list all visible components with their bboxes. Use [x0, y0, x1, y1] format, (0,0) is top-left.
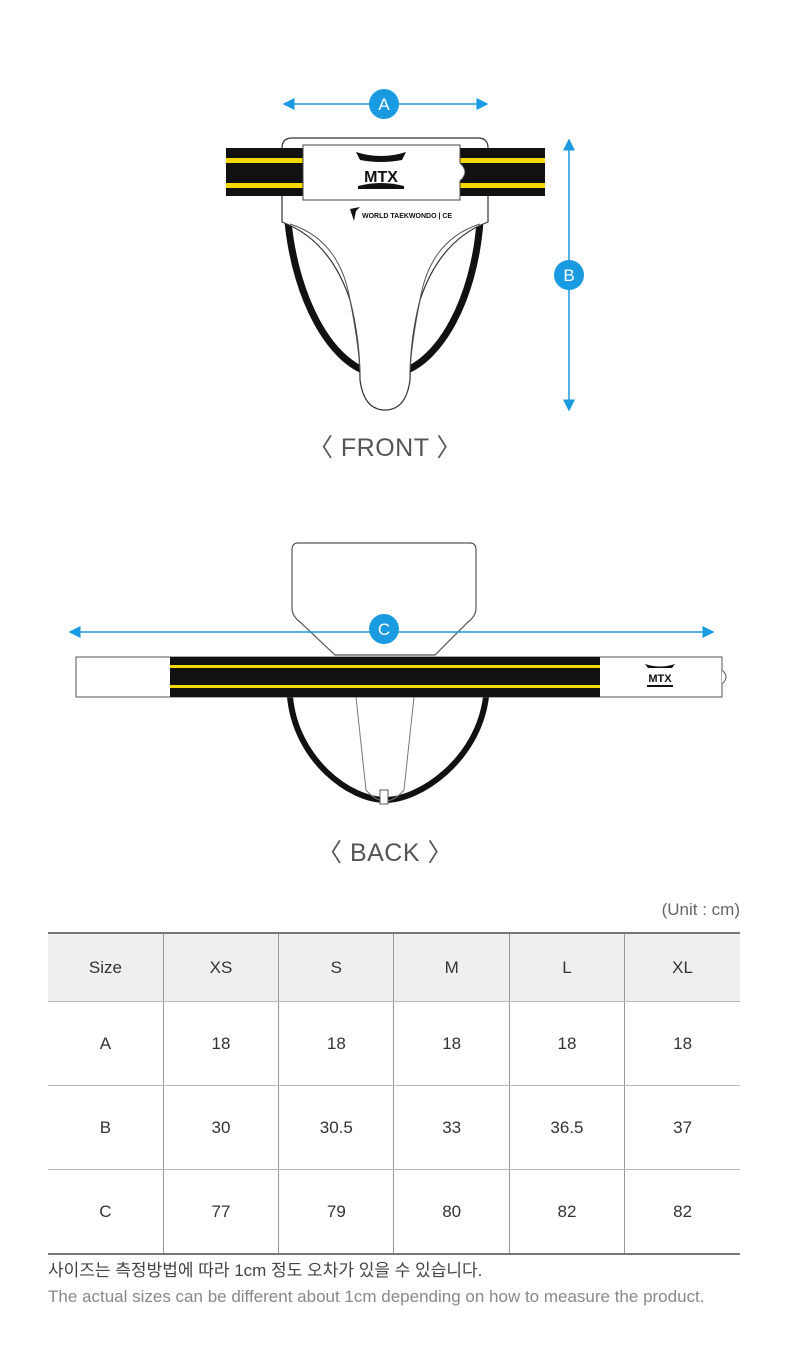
- table-cell: 79: [278, 1169, 394, 1255]
- header-cell: XL: [624, 933, 740, 1002]
- front-view: MTX WORLD TAEKWONDO | CE: [226, 89, 584, 412]
- table-cell: 18: [393, 1001, 510, 1086]
- front-label-plate: [302, 144, 466, 201]
- table-cell: 30: [162, 1085, 279, 1170]
- marker-c-label: C: [378, 620, 390, 639]
- back-view: MTX: [68, 542, 727, 805]
- table-header-row: Size XS S M L XL: [48, 933, 740, 1002]
- table-cell: A: [48, 1001, 164, 1086]
- table-cell: 18: [162, 1001, 279, 1086]
- table-cell: 30.5: [278, 1085, 394, 1170]
- marker-c: [369, 614, 399, 644]
- table-cell: 82: [508, 1169, 625, 1255]
- taekwondo-logo-icon: [350, 207, 360, 221]
- unit-label: (Unit : cm): [661, 900, 740, 919]
- size-table: Size XS S M L XL A 18 18 18 18 18 B 30 3…: [48, 932, 740, 1255]
- svg-text:MTX: MTX: [364, 169, 398, 186]
- header-cell: Size: [48, 933, 164, 1002]
- table-cell: 33: [393, 1085, 510, 1170]
- table-row: A 18 18 18 18 18: [48, 1001, 740, 1086]
- cert-text: WORLD TAEKWONDO | CE: [362, 213, 452, 220]
- mtx-logo-back: MTX: [645, 664, 675, 687]
- marker-a: [369, 89, 399, 119]
- back-view-label: 〈 BACK 〉: [317, 839, 453, 867]
- mtx-logo: MTX: [356, 152, 406, 189]
- table-cell: 37: [624, 1085, 740, 1170]
- product-diagram: MTX WORLD TAEKWONDO | CE MTX A B C: [68, 89, 727, 805]
- note-english: The actual sizes can be different about …: [48, 1287, 705, 1306]
- svg-text:MTX: MTX: [648, 673, 672, 685]
- table-cell: 82: [624, 1169, 740, 1255]
- marker-b: [554, 260, 584, 290]
- table-cell: B: [48, 1085, 164, 1170]
- table-cell: 36.5: [508, 1085, 625, 1170]
- table-row: B 30 30.5 33 36.5 37: [48, 1085, 740, 1170]
- header-cell: S: [278, 933, 394, 1002]
- marker-b-label: B: [563, 266, 574, 285]
- table-cell: 80: [393, 1169, 510, 1255]
- table-cell: C: [48, 1169, 164, 1255]
- table-row: C 77 79 80 82 82: [48, 1169, 740, 1255]
- cert-marks: WORLD TAEKWONDO | CE: [350, 207, 452, 221]
- header-cell: M: [393, 933, 510, 1002]
- note-korean: 사이즈는 측정방법에 따라 1cm 정도 오차가 있을 수 있습니다.: [48, 1261, 483, 1280]
- header-cell: XS: [162, 933, 279, 1002]
- header-cell: L: [508, 933, 625, 1002]
- table-cell: 18: [278, 1001, 394, 1086]
- front-leg-strap: [284, 221, 484, 376]
- front-view-label: 〈 FRONT 〉: [307, 434, 463, 462]
- table-cell: 18: [624, 1001, 740, 1086]
- back-leg-strap: [287, 696, 489, 804]
- table-cell: 18: [508, 1001, 625, 1086]
- table-cell: 77: [162, 1169, 279, 1255]
- marker-a-label: A: [378, 95, 390, 114]
